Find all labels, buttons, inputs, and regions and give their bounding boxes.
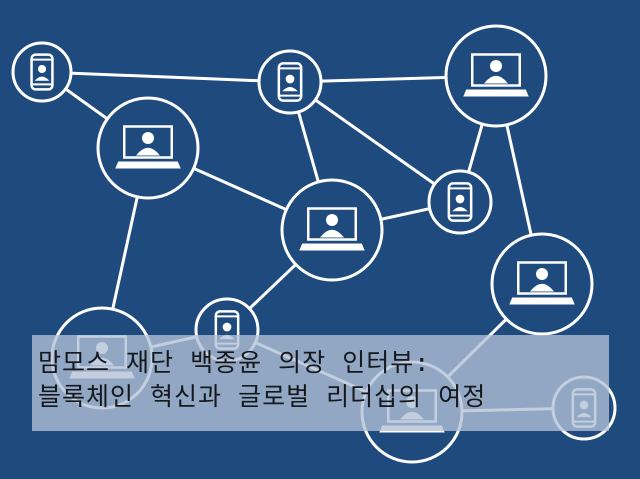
title-banner [32,335,609,431]
headline-line-1: 맘모스 재단 백종윤 의장 인터뷰: [38,348,431,377]
phone-icon [30,53,54,91]
phone-icon [447,182,473,222]
laptop-icon [509,261,575,305]
network-edge [289,80,461,204]
network-node [490,232,594,336]
laptop-icon [115,125,181,169]
headline-line-2: 블록체인 혁신과 글로벌 리더십의 여정 [38,382,487,411]
phone-icon [277,62,303,102]
network-edge [41,70,291,84]
network-node [11,41,73,103]
network-node [280,178,384,282]
network-node [427,169,493,235]
laptop-icon [463,53,529,97]
network-node [96,96,200,200]
laptop-icon [299,207,365,251]
network-node [257,49,323,115]
network-node [444,24,548,128]
